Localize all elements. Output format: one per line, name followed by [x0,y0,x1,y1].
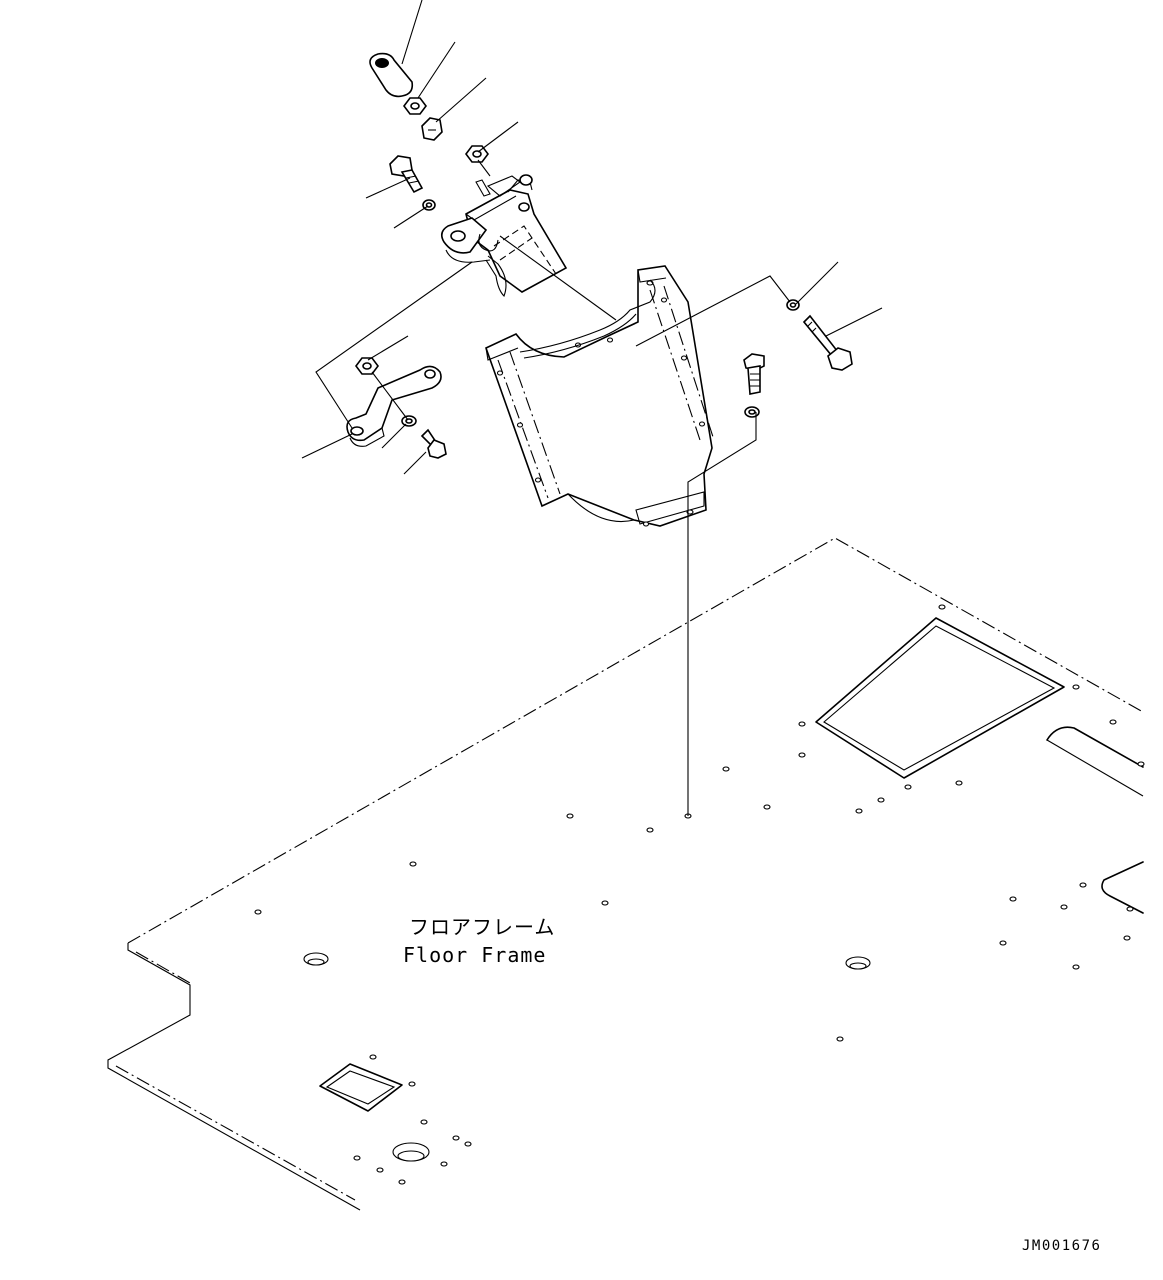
lever-knob [369,52,414,98]
washer-front [744,406,760,418]
floor-frame-label-en: Floor Frame [403,943,546,967]
nut-3 [355,357,379,375]
drawing-code: JM001676 [1022,1238,1101,1254]
bolt-left [389,155,424,194]
floor-frame-label-jp: フロアフレーム [409,915,555,939]
floor-frame-holes [254,604,1145,1185]
nut-2 [465,145,489,163]
washer-right [786,299,800,311]
spacer [421,117,443,141]
bolt-right [802,314,853,371]
lever-bracket [485,265,715,527]
lever-switch-unit [440,174,568,297]
leader-lines [301,0,883,816]
nut-1 [403,97,427,115]
link-plate [346,365,442,447]
wire-harness [519,279,656,359]
washer-lower [401,415,417,427]
screw-lower [420,428,447,459]
floor-frame [107,537,1144,1211]
bolt-front [743,353,765,395]
